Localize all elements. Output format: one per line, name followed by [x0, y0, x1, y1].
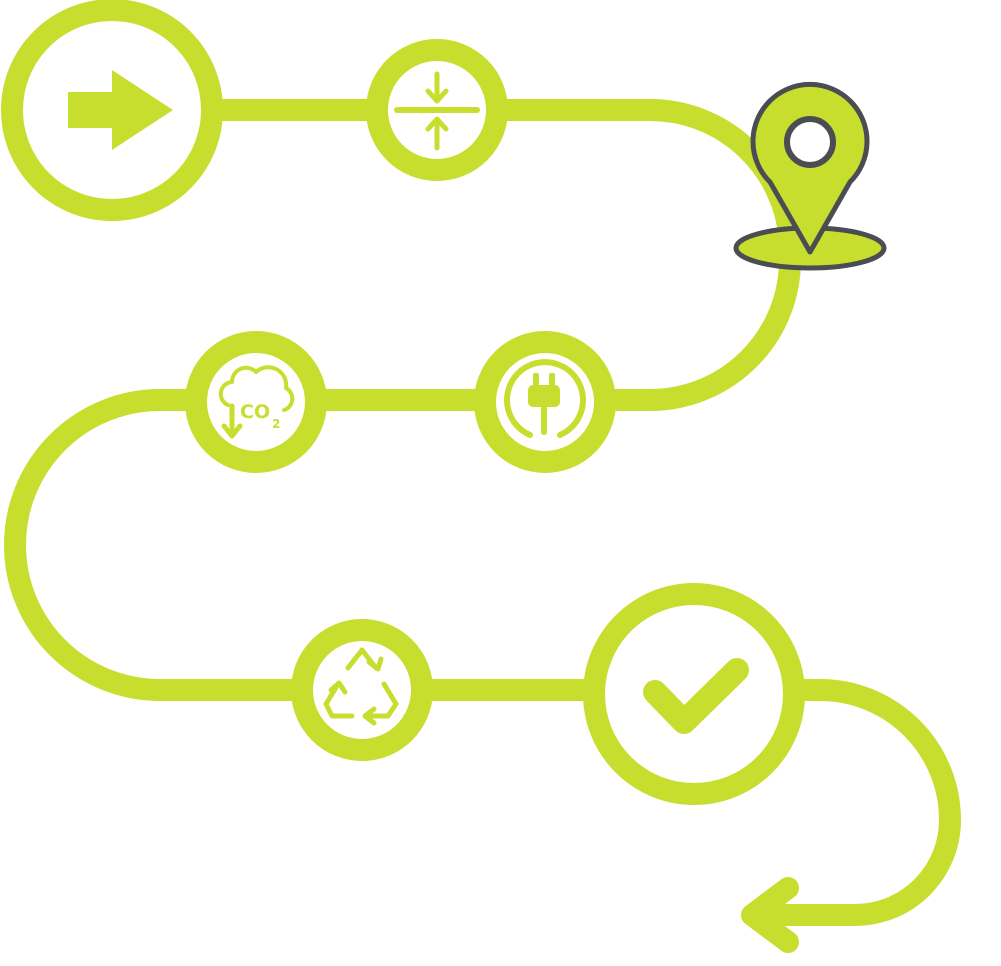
arrow-left-icon: [741, 877, 799, 953]
plug-node: [474, 331, 616, 473]
co2-reduction-cloud-icon: CO 2: [218, 365, 295, 439]
co2-node: CO 2: [185, 331, 327, 473]
return-arrow: [741, 877, 799, 953]
co2-subscript: 2: [272, 417, 280, 431]
compress-node: [366, 39, 508, 181]
recycle-icon: [323, 647, 399, 726]
check-node: [583, 583, 805, 805]
map-pin-icon: [750, 81, 870, 255]
compress-arrows-icon: [394, 71, 480, 151]
recycle-node: [291, 619, 433, 761]
co2-label: CO: [240, 401, 270, 423]
electric-plug-icon: [504, 359, 586, 438]
arrow-right-icon: [68, 70, 173, 150]
start-node: [1, 0, 223, 221]
checkmark-icon: [643, 658, 749, 734]
location-marker: [733, 81, 887, 271]
